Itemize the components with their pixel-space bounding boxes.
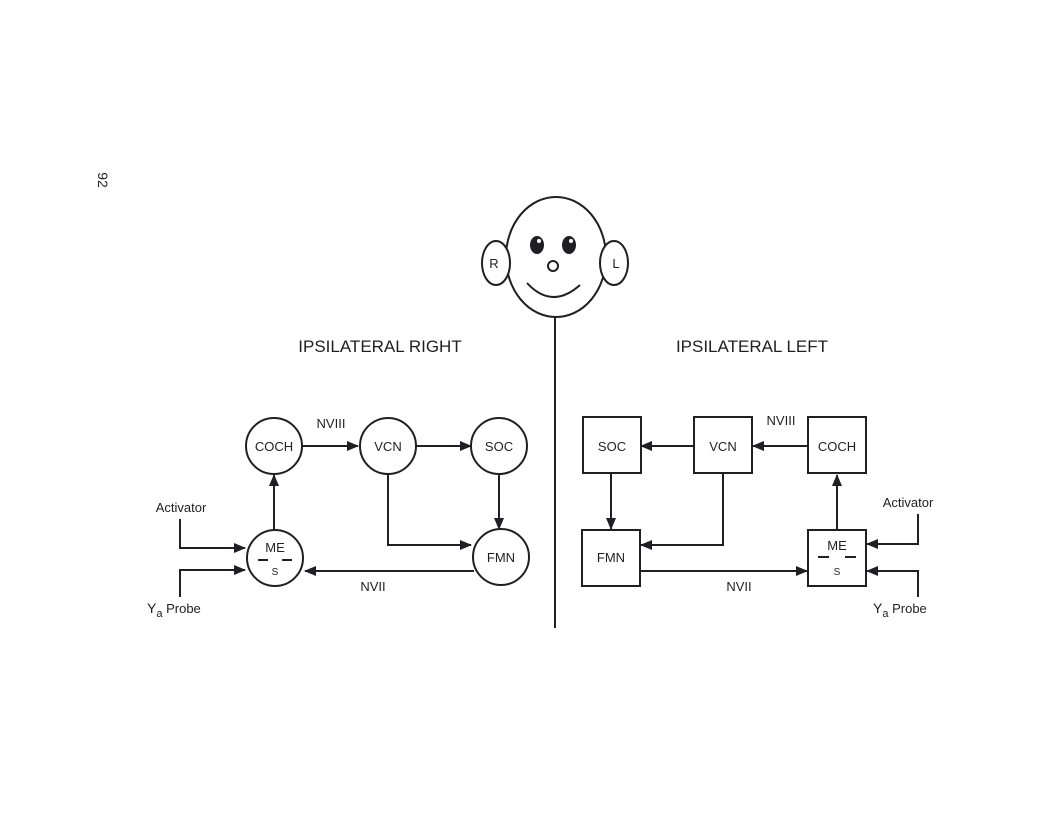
left-activator-label: Activator [883,495,934,510]
left-ear-label: L [612,256,619,271]
left-nviii-label: NVIII [767,413,796,428]
left-soc-label: SOC [598,439,626,454]
right-coch-label: COCH [255,439,293,454]
right-ear-label: R [489,256,498,271]
left-s-label: S [834,567,841,578]
title-ipsilateral-left: IPSILATERAL LEFT [676,337,828,356]
left-ear [599,240,629,286]
right-probe-label: Ya Probe [147,600,201,620]
left-diagram: SOC VCN COCH FMN ME S NVIII NVII Activat… [581,413,934,620]
right-soc-label: SOC [485,439,513,454]
left-fmn-node [581,529,641,587]
right-diagram: COCH VCN SOC FMN ME S NVIII NVII Activat… [147,416,530,620]
right-coch-node [245,417,303,475]
left-probe-label: Ya Probe [873,600,927,620]
left-nvii-label: NVII [726,579,751,594]
right-nviii-label: NVIII [317,416,346,431]
right-me-node [246,529,304,587]
face-icon [481,196,629,318]
right-vcn-node [359,417,417,475]
left-vcn-label: VCN [709,439,736,454]
right-nvii-label: NVII [360,579,385,594]
right-vcn-label: VCN [374,439,401,454]
title-ipsilateral-right: IPSILATERAL RIGHT [298,337,461,356]
left-coch-node [807,416,867,474]
left-coch-label: COCH [818,439,856,454]
right-me-label: ME [265,540,285,555]
right-s-label: S [272,567,279,578]
right-soc-node [470,417,528,475]
left-fmn-label: FMN [597,550,625,565]
right-fmn-node [472,528,530,586]
left-soc-node [582,416,642,474]
page-number: 92 [95,172,111,188]
left-me-label: ME [827,538,847,553]
right-activator-label: Activator [156,500,207,515]
right-fmn-label: FMN [487,550,515,565]
right-ear [481,240,511,286]
left-me-node [807,529,867,587]
left-vcn-node [693,416,753,474]
